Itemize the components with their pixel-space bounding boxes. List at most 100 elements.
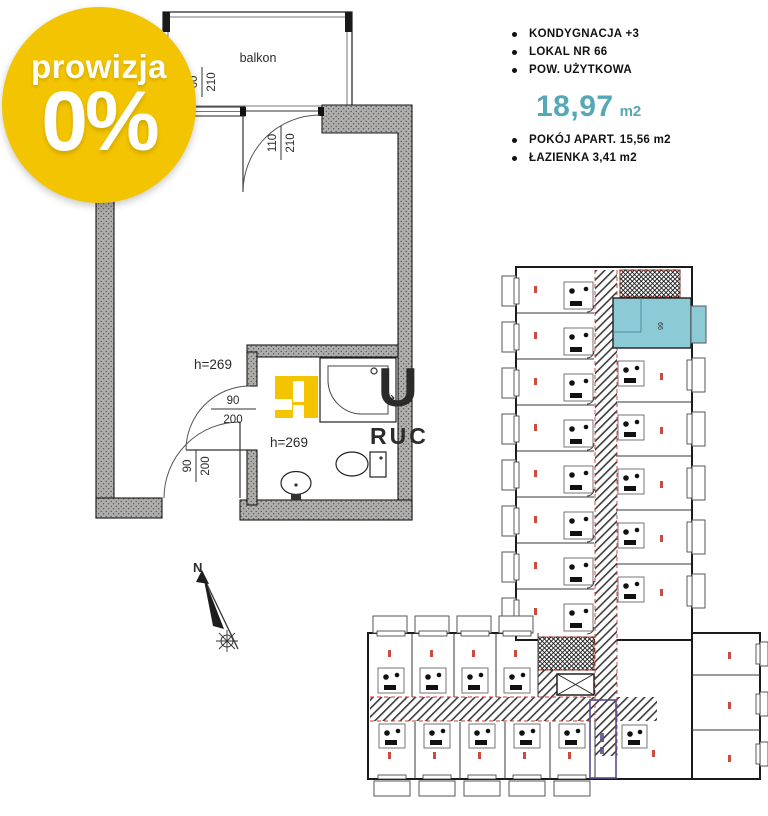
overview-unit-number <box>728 755 731 762</box>
overview-unit-number <box>478 752 481 759</box>
overview-shape <box>564 730 570 736</box>
sink-icon <box>280 470 312 500</box>
overview-unit-number <box>472 650 475 657</box>
overview-door-arc <box>586 488 595 497</box>
overview-shape <box>569 472 575 478</box>
overview-shape <box>509 674 515 680</box>
overview-shape <box>583 608 589 614</box>
shower-icon <box>319 357 397 423</box>
overview-unit-number <box>534 286 537 293</box>
bathroom-door <box>185 385 251 451</box>
dim-value: 210 <box>206 72 218 91</box>
overview-shape <box>624 540 636 545</box>
overview-window <box>686 413 693 445</box>
overview-window <box>755 643 761 665</box>
overview-unit-number <box>534 424 537 431</box>
room-height-label: h=269 <box>194 357 232 372</box>
building-overview-plan: 66 <box>367 266 768 797</box>
overview-shape <box>520 740 532 745</box>
overview-door-arc <box>586 534 595 543</box>
overview-bathroom <box>503 667 531 694</box>
overview-shape <box>429 730 435 736</box>
overview-shape <box>600 733 604 742</box>
overview-unit-number <box>660 481 663 488</box>
overview-shape <box>624 594 636 599</box>
summary-item-label: ŁAZIENKA 3,41 m2 <box>529 152 637 164</box>
north-label: N <box>193 560 202 575</box>
overview-bathroom <box>563 557 594 586</box>
summary-item-usable-area: POW. UŻYTKOWA <box>512 64 762 76</box>
toilet-icon <box>335 451 387 478</box>
overview-shape <box>467 674 473 680</box>
overview-shape <box>426 685 438 690</box>
north-arrow-icon: N <box>193 560 239 652</box>
overview-unit-number <box>660 589 663 596</box>
overview-unit-number <box>514 650 517 657</box>
balcony-door <box>240 107 324 193</box>
overview-shape <box>565 740 577 745</box>
bullet-icon <box>512 31 517 37</box>
overview-window <box>376 630 406 637</box>
overview-window <box>467 774 497 780</box>
dim-bathroom-door: 90 200 <box>211 395 256 426</box>
overview-shape <box>569 334 575 340</box>
overview-balcony <box>759 741 768 767</box>
overview-unit-number <box>534 378 537 385</box>
overview-shape <box>436 672 442 678</box>
overview-balcony <box>691 519 706 555</box>
overview-shape <box>570 393 582 398</box>
bullet-icon <box>512 155 517 161</box>
overview-shape <box>570 623 582 628</box>
overview-window <box>557 774 587 780</box>
overview-shape <box>583 378 589 384</box>
overview-balcony <box>691 357 706 393</box>
summary-item-label: POKÓJ APART. 15,56 m2 <box>529 134 671 146</box>
overview-unit-number <box>660 535 663 542</box>
overview-window <box>513 323 520 351</box>
overview-window <box>686 359 693 391</box>
overview-window <box>513 369 520 397</box>
promo-badge-percent: 0% <box>41 74 159 169</box>
overview-door-arc <box>586 626 595 635</box>
overview-balcony <box>498 615 534 634</box>
overview-window <box>513 461 520 489</box>
dim-entry-door: 90 200 <box>182 450 212 482</box>
overview-window <box>418 630 448 637</box>
unit-floorplan: balkon <box>95 11 413 521</box>
dim-value: 210 <box>285 133 297 152</box>
dim-value: 110 <box>267 134 279 152</box>
overview-shape <box>530 728 536 734</box>
overview-window <box>686 521 693 553</box>
overview-unit-number <box>433 752 436 759</box>
overview-shape <box>600 747 604 754</box>
dim-value: 200 <box>223 414 242 426</box>
overview-shape <box>624 378 636 383</box>
summary-item-bath-area: ŁAZIENKA 3,41 m2 <box>512 152 762 164</box>
overview-shape <box>583 562 589 568</box>
overview-window <box>755 693 761 715</box>
overview-shape <box>583 332 589 338</box>
overview-unit-number <box>660 427 663 434</box>
overview-shape <box>474 730 480 736</box>
overview-shape <box>478 672 484 678</box>
overview-shape <box>570 347 582 352</box>
overview-window <box>460 630 490 637</box>
overview-window <box>502 630 532 637</box>
overview-shape <box>570 301 582 306</box>
overview-shape <box>624 486 636 491</box>
overview-shape <box>569 426 575 432</box>
summary-list-top: KONDYGNACJA +3 LOKAL NR 66 POW. UŻYTKOWA <box>512 28 762 76</box>
overview-balcony <box>691 465 706 501</box>
overview-shape <box>634 365 640 371</box>
overview-balcony <box>372 615 408 634</box>
dim-value: 200 <box>200 456 212 475</box>
overview-window <box>512 774 542 780</box>
overview-corridor <box>370 697 595 721</box>
overview-shape <box>623 475 629 481</box>
summary-list-bottom: POKÓJ APART. 15,56 m2 ŁAZIENKA 3,41 m2 <box>512 134 762 164</box>
overview-window <box>513 415 520 443</box>
overview-shape <box>623 529 629 535</box>
summary-item-label: POW. UŻYTKOWA <box>529 64 632 76</box>
overview-shape <box>384 730 390 736</box>
